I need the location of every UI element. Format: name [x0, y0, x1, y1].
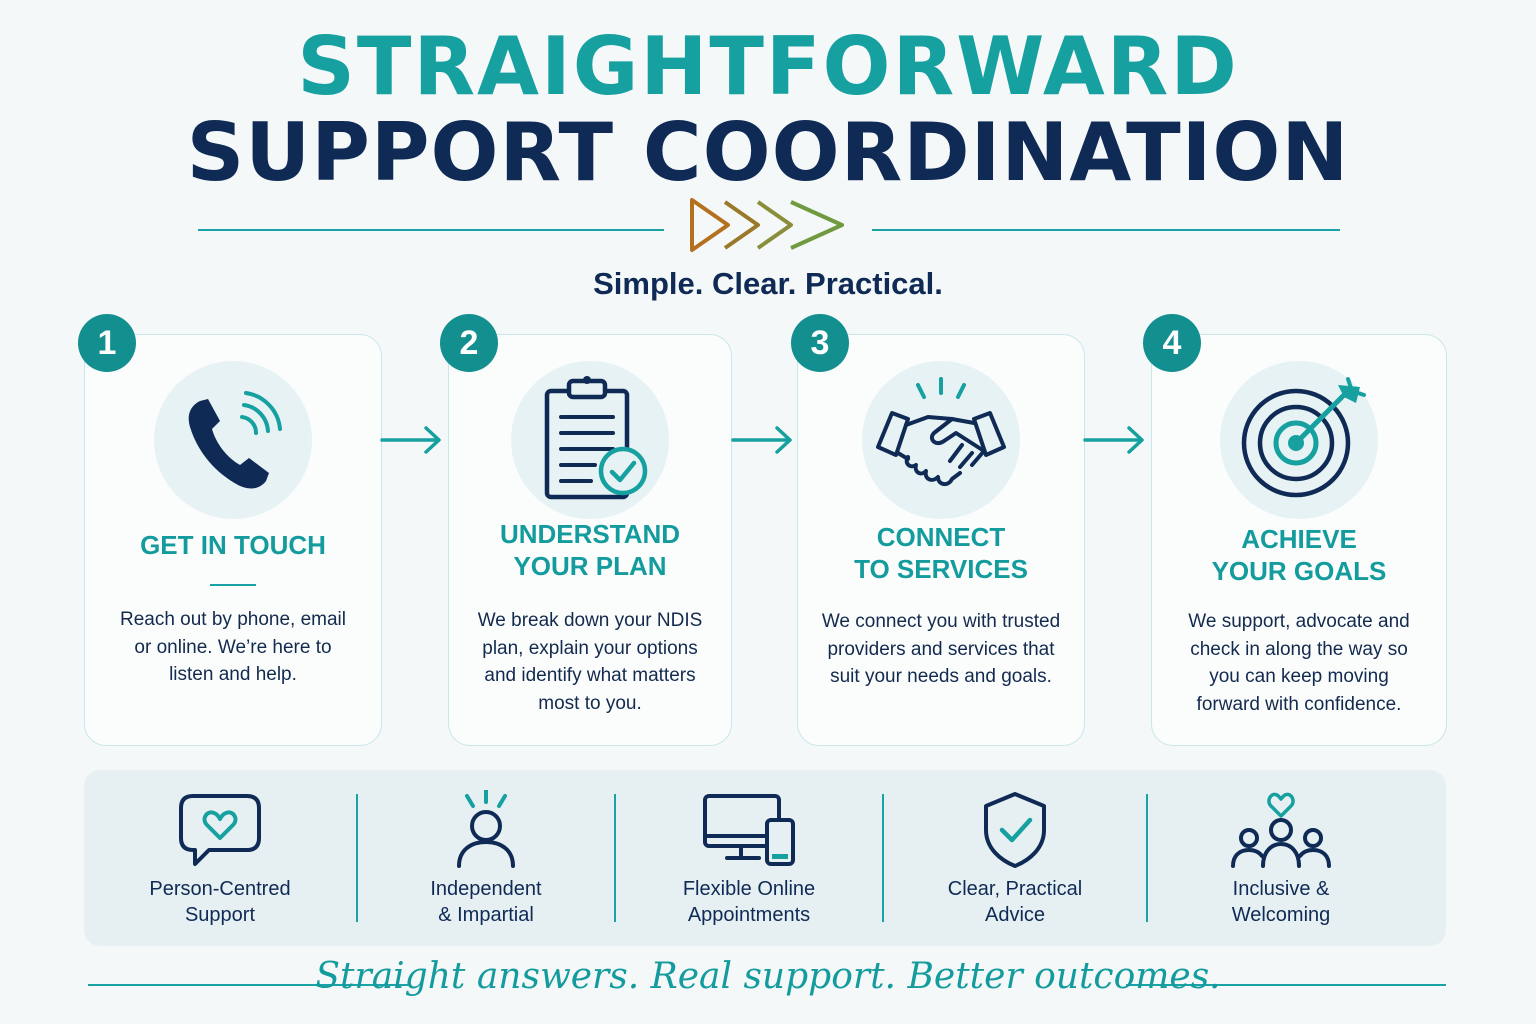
feature-person-centred-support: Person-Centred Support	[84, 770, 356, 946]
phone-icon	[188, 391, 282, 489]
step-card-understand-your-plan: UNDERSTAND YOUR PLAN We break down your …	[448, 334, 732, 746]
step-description: We support, advocate and check in along …	[1188, 611, 1410, 715]
shield-check-icon	[984, 792, 1046, 868]
heart-chat-icon	[179, 794, 261, 866]
arrow-right-icon	[731, 426, 792, 454]
feature-inclusive-welcoming: Inclusive & Welcoming	[1148, 770, 1414, 946]
feature-label: Clear, Practical Advice	[947, 878, 1083, 926]
group-heart-icon	[1231, 792, 1331, 868]
step-title-divider	[210, 584, 256, 586]
feature-label: Flexible Online Appointments	[682, 878, 816, 926]
feature-divider	[356, 794, 358, 922]
step-description: We break down your NDIS plan, explain yo…	[477, 610, 703, 714]
clipboard-check-icon	[544, 376, 648, 500]
step-title: CONNECT TO SERVICES	[854, 522, 1028, 584]
feature-label: Inclusive & Welcoming	[1231, 878, 1331, 926]
feature-independent-impartial: Independent & Impartial	[358, 770, 614, 946]
step-title: GET IN TOUCH	[140, 530, 326, 560]
feature-label: Person-Centred Support	[149, 878, 291, 926]
step-description: Reach out by phone, email or online. We’…	[119, 609, 347, 685]
step-number-badge: 2	[440, 314, 498, 372]
footer-divider-right	[1126, 984, 1446, 986]
target-icon	[1241, 377, 1366, 498]
step-number-badge: 3	[791, 314, 849, 372]
handshake-icon	[876, 377, 1006, 486]
footer-divider-left	[88, 984, 408, 986]
step-number-badge: 1	[78, 314, 136, 372]
title-line-2: SUPPORT COORDINATION	[186, 106, 1350, 199]
step-title: UNDERSTAND YOUR PLAN	[499, 519, 681, 581]
step-title: ACHIEVE YOUR GOALS	[1211, 524, 1387, 586]
feature-divider	[1146, 794, 1148, 922]
title-line-1: STRAIGHTFORWARD	[297, 20, 1239, 113]
devices-icon	[703, 794, 795, 866]
features-bar: Person-Centred Support Independent & Imp…	[84, 770, 1446, 946]
tagline: Simple. Clear. Practical.	[593, 266, 943, 301]
header-divider-left	[198, 229, 664, 231]
arrow-right-icon	[1083, 426, 1144, 454]
step-card-get-in-touch: GET IN TOUCH Reach out by phone, email o…	[84, 334, 382, 746]
step-card-achieve-your-goals: ACHIEVE YOUR GOALS We support, advocate …	[1151, 334, 1447, 746]
handshake-icon-circle	[862, 361, 1020, 519]
chevrons-icon	[690, 198, 844, 252]
header-divider-right	[872, 229, 1340, 231]
clipboard-icon-circle	[511, 361, 669, 519]
feature-divider	[614, 794, 616, 922]
arrow-right-icon	[380, 426, 441, 454]
phone-icon-circle	[154, 361, 312, 519]
feature-divider	[882, 794, 884, 922]
person-icon	[457, 790, 515, 868]
step-card-connect-to-services: CONNECT TO SERVICES We connect you with …	[797, 334, 1085, 746]
feature-label: Independent & Impartial	[430, 878, 542, 926]
step-number-badge: 4	[1143, 314, 1201, 372]
target-icon-circle	[1220, 361, 1378, 519]
step-description: We connect you with trusted providers an…	[821, 611, 1061, 687]
feature-clear-practical-advice: Clear, Practical Advice	[884, 770, 1146, 946]
footer-slogan: Straight answers. Real support. Better o…	[315, 956, 1221, 997]
feature-flexible-online-appointments: Flexible Online Appointments	[616, 770, 882, 946]
